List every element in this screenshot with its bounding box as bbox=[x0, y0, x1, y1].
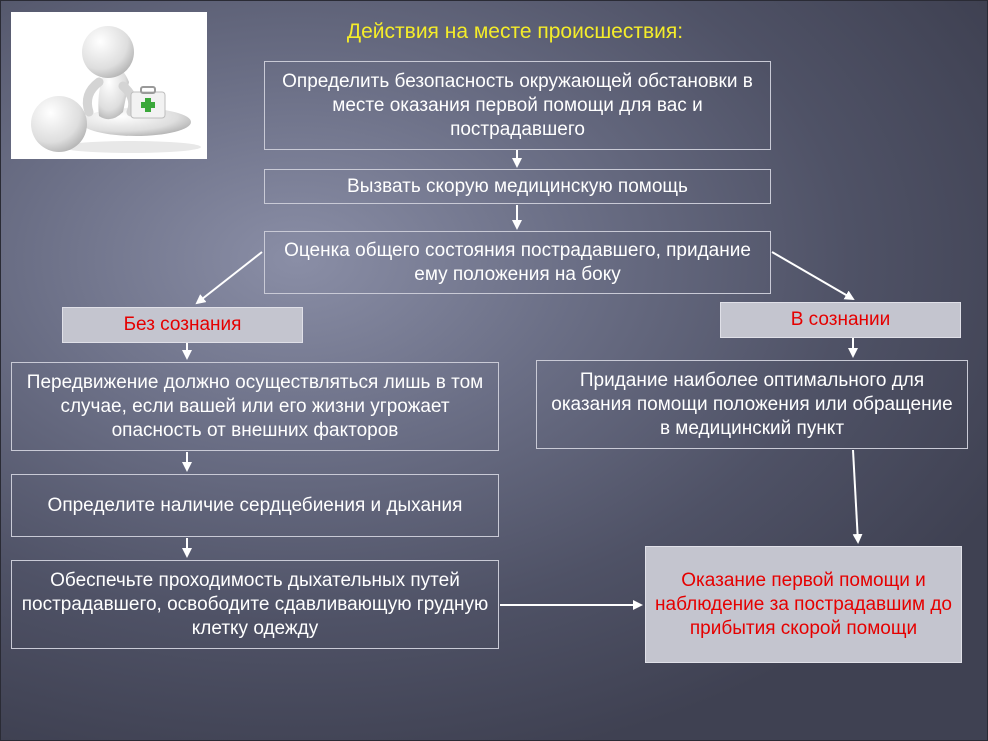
arrow-assess-to-unconscious bbox=[195, 251, 263, 305]
box-first-aid: Оказание первой помощи и наблюдение за п… bbox=[645, 546, 962, 663]
first-aid-illustration bbox=[11, 12, 207, 159]
first-aid-figure-icon bbox=[31, 26, 201, 153]
box-airway: Обеспечьте проходимость дыхательных путе… bbox=[11, 560, 499, 649]
arrow-position-to-first-aid bbox=[852, 449, 863, 544]
box-unconscious: Без сознания bbox=[62, 307, 303, 343]
box-call-ambulance: Вызвать скорую медицинскую помощь bbox=[264, 169, 771, 204]
box-position: Придание наиболее оптимального для оказа… bbox=[536, 360, 968, 449]
box-move: Передвижение должно осуществляться лишь … bbox=[11, 362, 499, 451]
box-heartbeat: Определите наличие сердцебиения и дыхани… bbox=[11, 474, 499, 537]
arrow-assess-to-conscious bbox=[771, 251, 855, 301]
box-safety: Определить безопасность окружающей обста… bbox=[264, 61, 771, 150]
box-conscious: В сознании bbox=[720, 302, 961, 338]
page-title: Действия на месте происшествия: bbox=[346, 20, 684, 43]
box-assess-state: Оценка общего состояния пострадавшего, п… bbox=[264, 231, 771, 294]
